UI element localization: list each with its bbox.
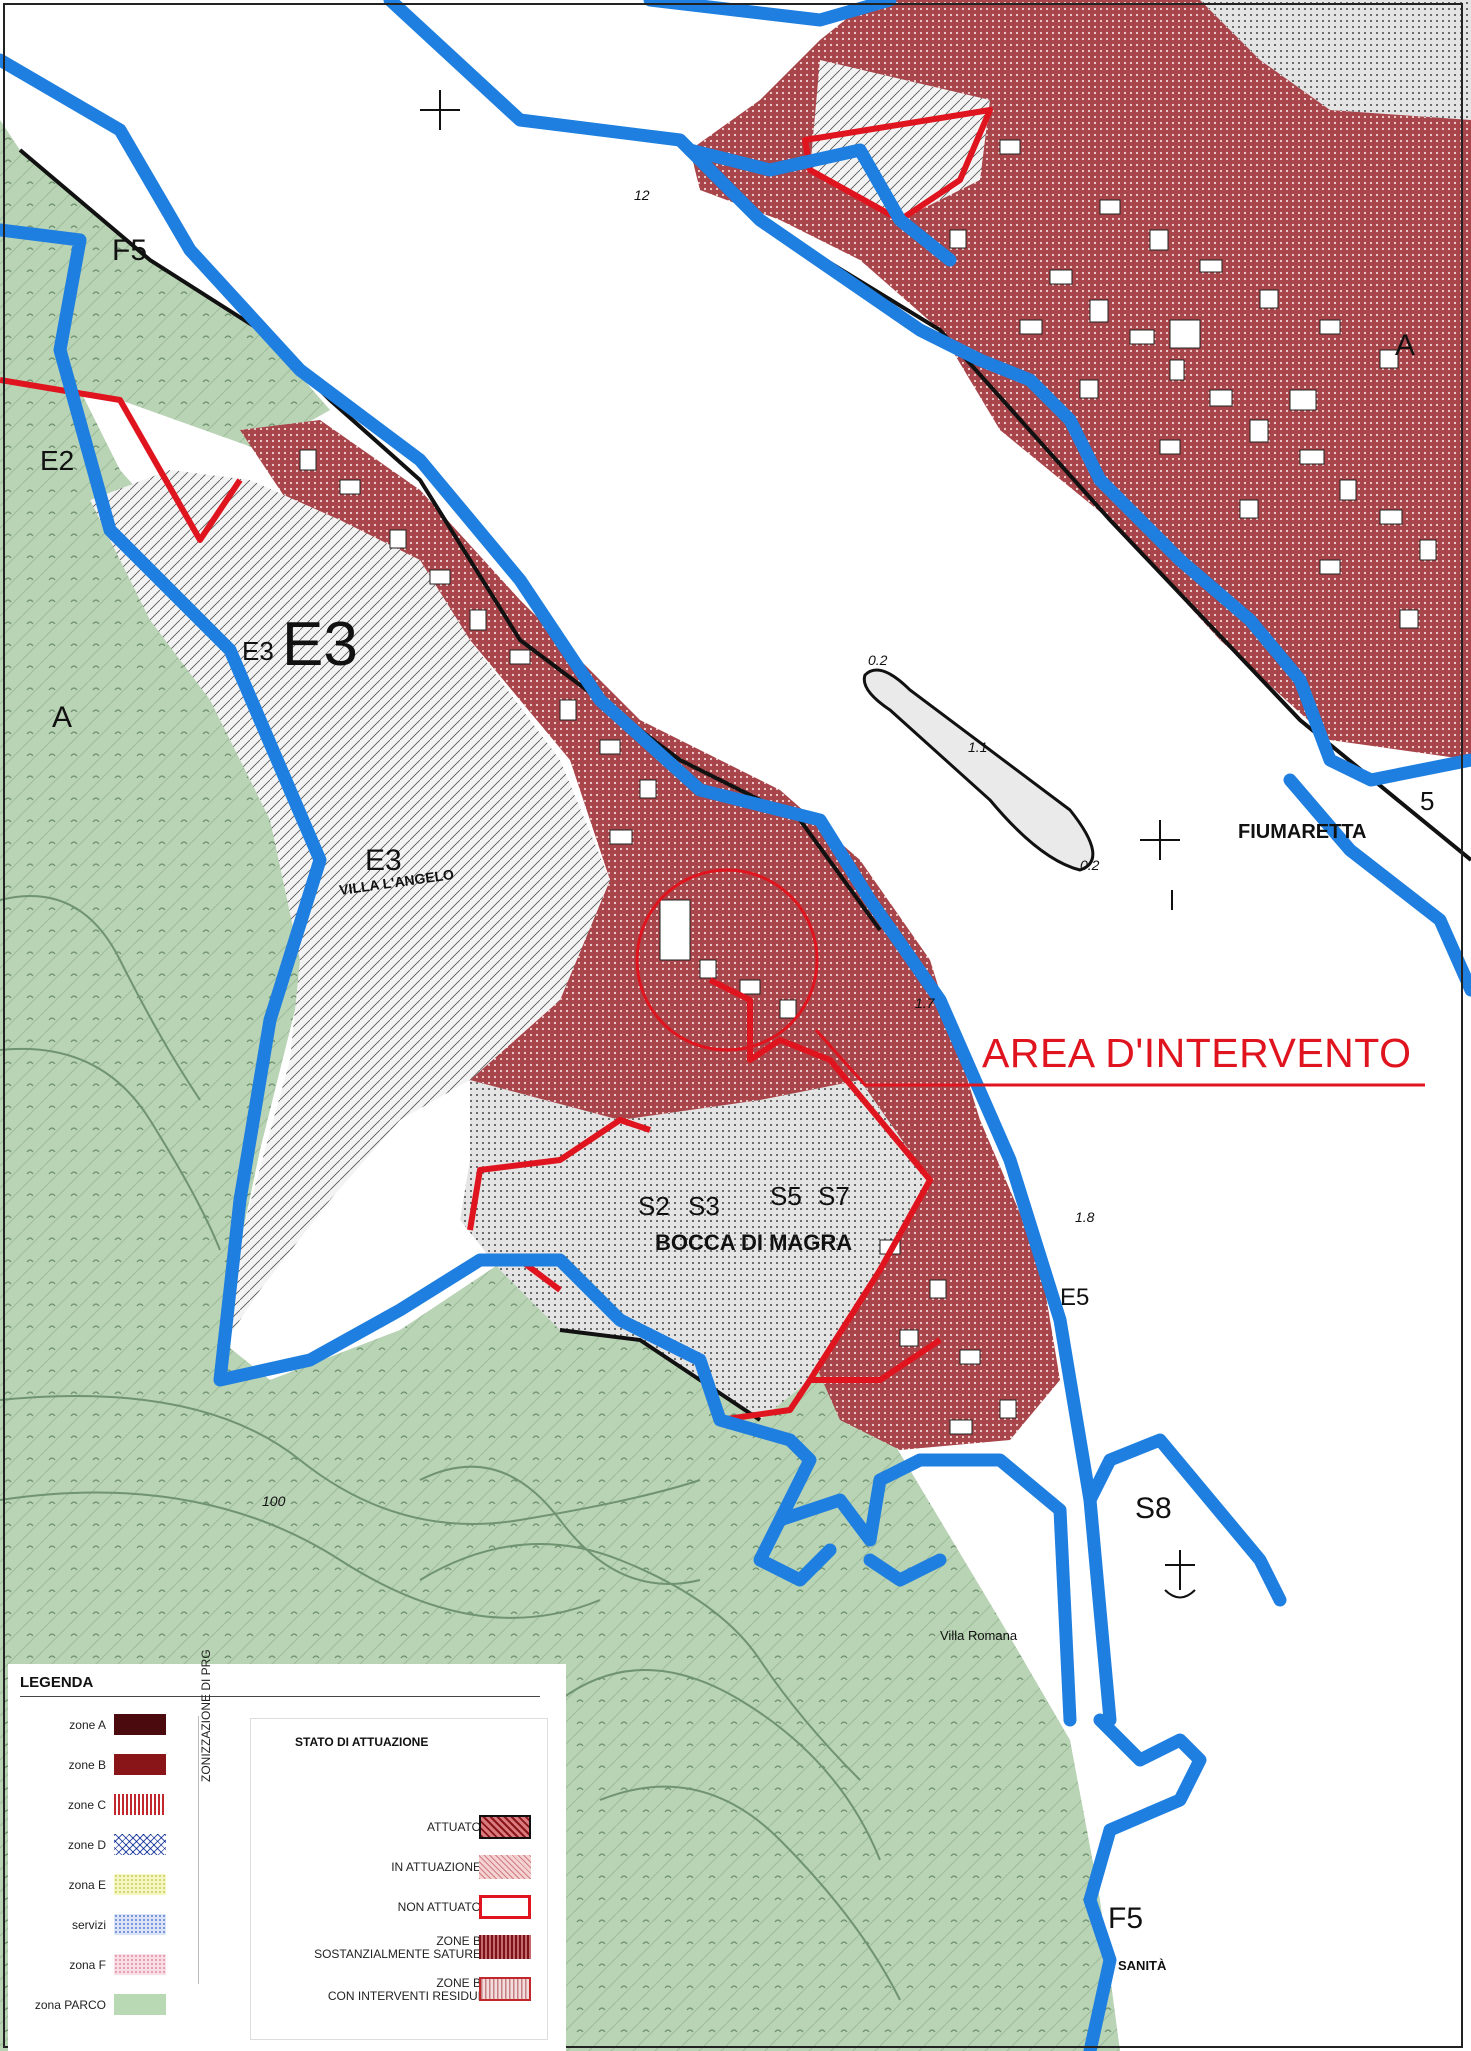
stato-swatch-sature xyxy=(479,1935,531,1959)
legend-label: zone A xyxy=(69,1718,106,1732)
legend-label: zone B xyxy=(68,1758,106,1772)
stato-row-sature: ZONE B SOSTANZIALMENTE SATURE xyxy=(251,1935,547,1969)
stato-title: STATO DI ATTUAZIONE xyxy=(295,1735,429,1749)
stato-row-in-attuazione: IN ATTUAZIONE xyxy=(251,1855,547,1889)
port-s8-area xyxy=(1100,1470,1310,1620)
legend-swatch-zone-parco xyxy=(114,1994,166,2015)
stato-row-residui: ZONE B CON INTERVENTI RESIDUI xyxy=(251,1977,547,2011)
contour-label: 12 xyxy=(634,187,650,203)
legend-row-zone-e: zona E xyxy=(8,1872,178,1898)
bocca-zone xyxy=(460,1080,930,1420)
legend-row-zone-parco: zona PARCO xyxy=(8,1992,178,2018)
legend-row-zone-d: zone D xyxy=(8,1832,178,1858)
stato-row-attuato: ATTUATO xyxy=(251,1815,547,1849)
river-magra xyxy=(0,0,1471,1040)
label-e2: E2 xyxy=(40,445,74,476)
stato-swatch-attuato xyxy=(479,1815,531,1839)
label-bocca: BOCCA DI MAGRA xyxy=(655,1230,852,1255)
label-e3-small-b: E3 xyxy=(365,844,402,877)
legend-label: zona E xyxy=(68,1878,106,1892)
green-strip-top xyxy=(0,160,330,450)
stato-row-non-attuato: NON ATTUATO xyxy=(251,1895,547,1929)
e3-zone xyxy=(90,470,610,1350)
stato-label: ZONE B CON INTERVENTI RESIDUI xyxy=(327,1976,481,2003)
callout-leader xyxy=(814,1029,1425,1087)
label-sanita: SANITÀ xyxy=(1118,1958,1167,1973)
contour-label: 0.2 xyxy=(868,652,888,668)
legend-label: zona F xyxy=(69,1958,106,1972)
label-s7: S7 xyxy=(818,1181,850,1211)
label-s3: S3 xyxy=(688,1191,720,1221)
label-s2: S2 xyxy=(638,1191,670,1221)
intervention-circle[interactable] xyxy=(635,868,819,1052)
dense-zone-right-top xyxy=(1200,0,1471,120)
label-e5: E5 xyxy=(1060,1284,1089,1311)
legend-bracket xyxy=(190,1716,199,1984)
green-hill-zone xyxy=(0,0,1120,2051)
label-five: 5 xyxy=(1420,786,1434,816)
stato-label: ZONE B SOSTANZIALMENTE SATURE xyxy=(314,1934,481,1961)
white-cross-zone xyxy=(810,60,990,220)
stato-attuazione-box: STATO DI ATTUAZIONE ATTUATO IN ATTUAZION… xyxy=(250,1718,548,2040)
legend-divider xyxy=(20,1696,540,1697)
legend-swatch-servizi xyxy=(114,1914,166,1935)
stato-label: ATTUATO xyxy=(427,1820,481,1834)
contour-label: 100 xyxy=(262,1493,286,1509)
contour-label: 0.2 xyxy=(1080,857,1100,873)
legend-swatch-zone-e xyxy=(114,1874,166,1895)
stato-swatch-residui xyxy=(479,1977,531,2001)
intervention-area-label: AREA D'INTERVENTO xyxy=(982,1030,1412,1076)
legend-title: LEGENDA xyxy=(20,1674,94,1691)
stato-swatch-non-attuato xyxy=(479,1895,531,1919)
legend-row-servizi: servizi xyxy=(8,1912,178,1938)
stato-swatch-in-attuazione xyxy=(479,1855,531,1879)
label-f5-top: F5 xyxy=(112,234,147,267)
legend-row-zone-a: zone A xyxy=(8,1712,178,1738)
label-s8: S8 xyxy=(1135,1492,1172,1525)
legend-label: zone C xyxy=(67,1798,106,1812)
stato-label: NON ATTUATO xyxy=(397,1900,481,1914)
contour-lines xyxy=(0,895,901,2001)
contour-label: 1.8 xyxy=(1075,1209,1095,1225)
label-f5-bottom: F5 xyxy=(1108,1902,1143,1935)
legend-label: zone D xyxy=(67,1838,106,1852)
legend-swatch-zone-a xyxy=(114,1714,166,1735)
buildings-right xyxy=(949,139,1437,629)
contour-label: 1.1 xyxy=(968,739,987,755)
label-villa-romana: Villa Romana xyxy=(940,1628,1018,1643)
map-markers xyxy=(420,90,1196,1599)
label-a1: A xyxy=(52,701,72,734)
legend-swatch-zone-b xyxy=(114,1754,166,1775)
legend-row-zone-f: zona F xyxy=(8,1952,178,1978)
legend-swatch-zone-d xyxy=(114,1834,166,1855)
legend-row-zone-c: zone C xyxy=(8,1792,178,1818)
legend-swatch-zone-f xyxy=(114,1954,166,1975)
legend-zonizzazione-label: ZONIZZAZIONE DI PRG xyxy=(199,1649,213,1782)
contour-label: 1.7 xyxy=(915,995,936,1011)
stato-label: IN ATTUAZIONE xyxy=(391,1860,481,1874)
buildings-left xyxy=(299,449,1017,1435)
legend-label: zona PARCO xyxy=(34,1998,106,2012)
river-island xyxy=(862,668,1095,872)
label-e3-large: E3 xyxy=(282,610,358,679)
label-fiumaretta: FIUMARETTA xyxy=(1238,821,1367,843)
label-s5: S5 xyxy=(770,1181,802,1211)
label-a2: A xyxy=(1395,329,1415,362)
legend-swatch-zone-c xyxy=(114,1794,166,1815)
legend-label: servizi xyxy=(71,1918,106,1932)
label-e3-small-a: E3 xyxy=(242,636,274,666)
legend-row-zone-b: zone B xyxy=(8,1752,178,1778)
